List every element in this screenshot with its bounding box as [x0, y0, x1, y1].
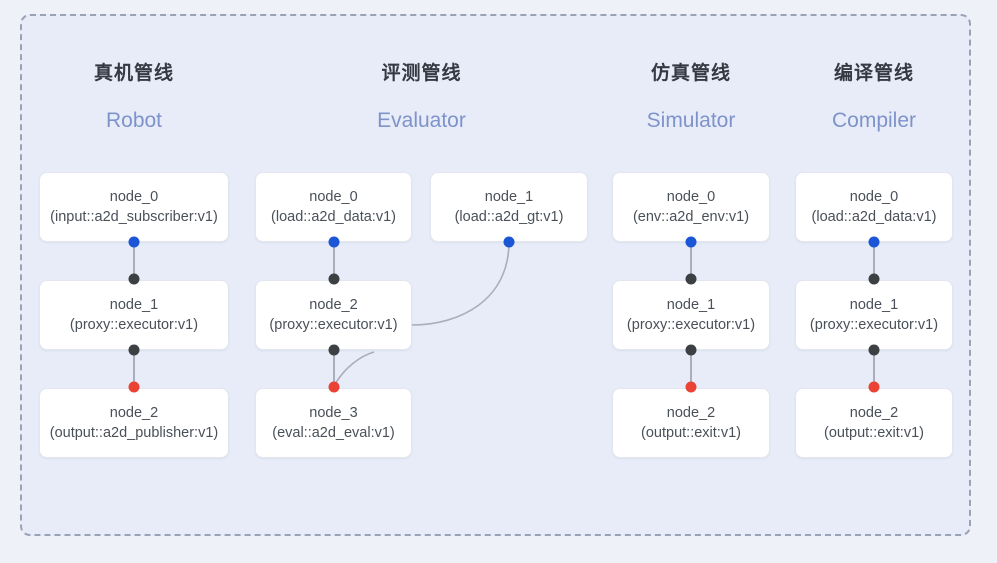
node-id: node_2 [109, 405, 159, 421]
link-compiler-1-2 [873, 350, 875, 388]
node-type: (load::a2d_data:v1) [811, 209, 937, 225]
node-simulator-2[interactable]: node_2 (output::exit:v1) [612, 388, 770, 458]
node-evaluator-3[interactable]: node_3 (eval::a2d_eval:v1) [255, 388, 412, 458]
node-compiler-2[interactable]: node_2 (output::exit:v1) [795, 388, 953, 458]
node-type: (env::a2d_env:v1) [632, 209, 750, 225]
node-id: node_2 [849, 405, 899, 421]
link-robot-1-2 [133, 350, 135, 388]
node-id: node_0 [666, 189, 716, 205]
node-id: node_0 [109, 189, 159, 205]
node-type: (input::a2d_subscriber:v1) [50, 209, 218, 225]
node-type: (proxy::executor:v1) [809, 317, 939, 333]
port-output-evaluator-1[interactable] [503, 236, 515, 248]
link-simulator-0-1 [690, 242, 692, 280]
node-type: (proxy::executor:v1) [69, 317, 199, 333]
node-id: node_1 [109, 297, 159, 313]
node-compiler-1[interactable]: node_1 (proxy::executor:v1) [795, 280, 953, 350]
port-output-evaluator-2[interactable] [328, 344, 340, 356]
link-simulator-1-2 [690, 350, 692, 388]
node-type: (load::a2d_gt:v1) [454, 209, 564, 225]
port-input-robot-2[interactable] [128, 381, 140, 393]
node-simulator-1[interactable]: node_1 (proxy::executor:v1) [612, 280, 770, 350]
node-type: (output::exit:v1) [641, 425, 741, 441]
port-input-compiler-1[interactable] [868, 273, 880, 285]
port-output-robot-1[interactable] [128, 344, 140, 356]
link-compiler-0-1 [873, 242, 875, 280]
port-input-simulator-2[interactable] [685, 381, 697, 393]
node-type: (load::a2d_data:v1) [271, 209, 396, 225]
node-id: node_1 [849, 297, 899, 313]
node-evaluator-1[interactable]: node_1 (load::a2d_gt:v1) [430, 172, 588, 242]
link-robot-0-1 [133, 242, 135, 280]
node-robot-1[interactable]: node_1 (proxy::executor:v1) [39, 280, 229, 350]
node-id: node_1 [666, 297, 716, 313]
node-id: node_2 [309, 297, 358, 313]
node-type: (proxy::executor:v1) [626, 317, 756, 333]
port-input-robot-1[interactable] [128, 273, 140, 285]
node-robot-2[interactable]: node_2 (output::a2d_publisher:v1) [39, 388, 229, 458]
node-id: node_0 [309, 189, 358, 205]
port-input-evaluator-3[interactable] [328, 381, 340, 393]
node-simulator-0[interactable]: node_0 (env::a2d_env:v1) [612, 172, 770, 242]
port-output-simulator-0[interactable] [685, 236, 697, 248]
port-output-robot-0[interactable] [128, 236, 140, 248]
port-output-simulator-1[interactable] [685, 344, 697, 356]
node-type: (output::a2d_publisher:v1) [49, 425, 219, 441]
node-evaluator-2[interactable]: node_2 (proxy::executor:v1) [255, 280, 412, 350]
node-type: (eval::a2d_eval:v1) [272, 425, 395, 441]
node-compiler-0[interactable]: node_0 (load::a2d_data:v1) [795, 172, 953, 242]
node-id: node_1 [484, 189, 534, 205]
node-type: (output::exit:v1) [824, 425, 924, 441]
node-id: node_3 [309, 405, 358, 421]
port-input-evaluator-2[interactable] [328, 273, 340, 285]
port-output-evaluator-0[interactable] [328, 236, 340, 248]
port-input-simulator-1[interactable] [685, 273, 697, 285]
node-evaluator-0[interactable]: node_0 (load::a2d_data:v1) [255, 172, 412, 242]
node-type: (proxy::executor:v1) [269, 317, 398, 333]
node-id: node_0 [849, 189, 899, 205]
port-output-compiler-0[interactable] [868, 236, 880, 248]
link-evaluator-0-2 [333, 242, 335, 280]
node-robot-0[interactable]: node_0 (input::a2d_subscriber:v1) [39, 172, 229, 242]
node-id: node_2 [666, 405, 716, 421]
port-input-compiler-2[interactable] [868, 381, 880, 393]
port-output-compiler-1[interactable] [868, 344, 880, 356]
